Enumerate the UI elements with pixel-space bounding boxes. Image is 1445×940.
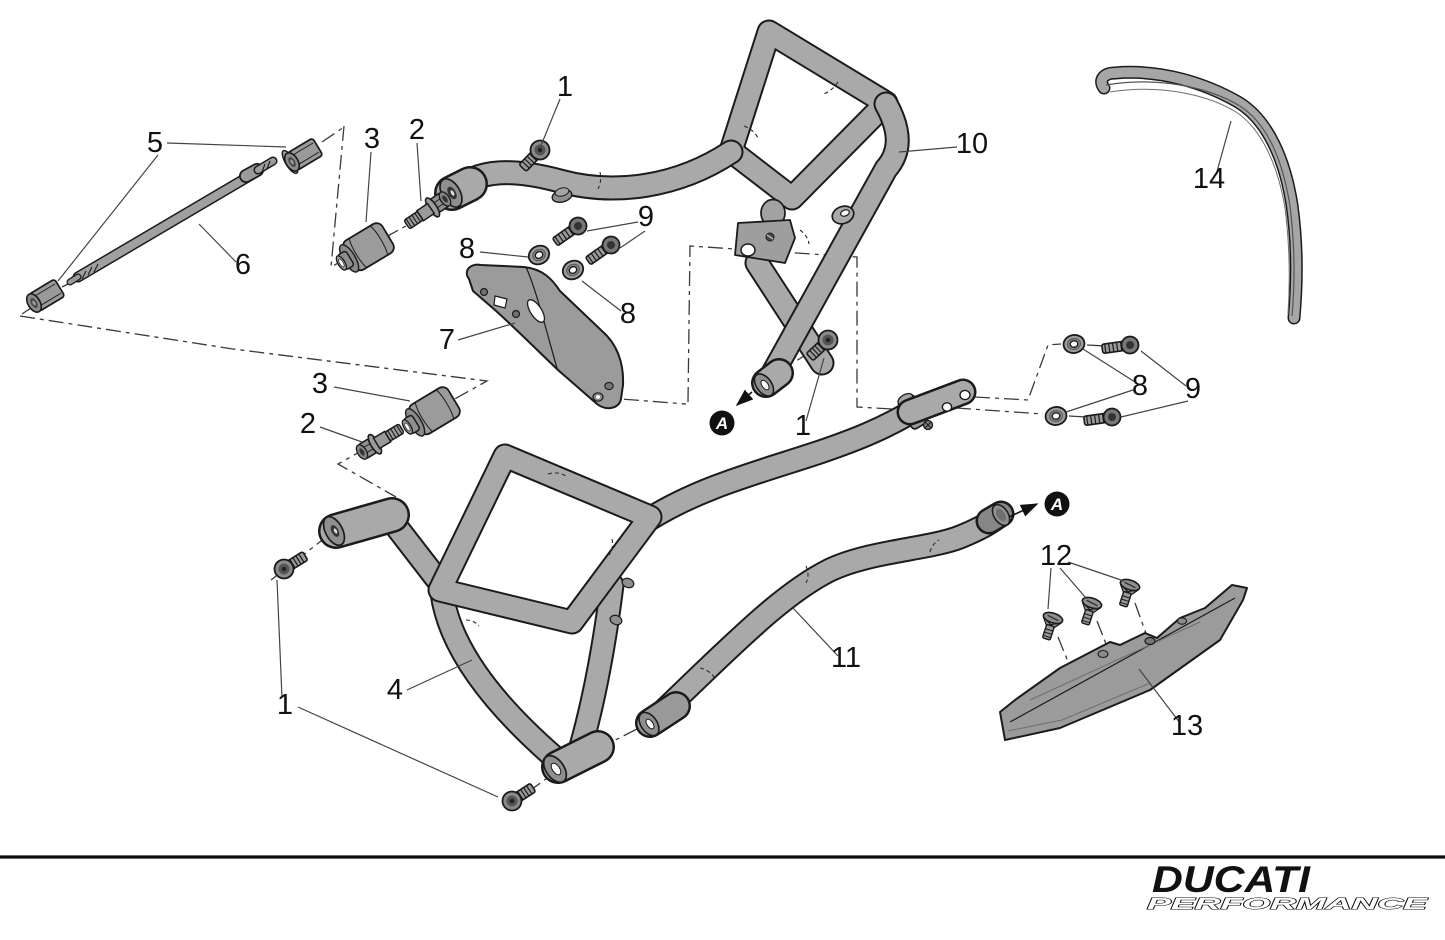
callout-8-left-a: 8 xyxy=(459,233,475,265)
callout-3-lower: 3 xyxy=(312,368,328,400)
callout-12: 12 xyxy=(1040,540,1072,572)
screw-part9-left-lower xyxy=(582,232,624,269)
screw-part9-right-lower xyxy=(1082,406,1123,431)
callout-5: 5 xyxy=(147,127,163,159)
bushing-part3-lower xyxy=(394,383,464,445)
screw-part9-right-upper xyxy=(1100,334,1141,359)
screw-part9-left-upper xyxy=(549,213,591,250)
view-marker-a-left: A xyxy=(709,410,735,436)
washer-part8-left-upper xyxy=(524,241,554,269)
view-marker-a-right: A xyxy=(1044,491,1070,517)
tie-rod-part6 xyxy=(66,156,278,286)
callout-4: 4 xyxy=(387,674,403,706)
callout-9-right: 9 xyxy=(1185,373,1201,405)
marker-a-right-label: A xyxy=(1050,495,1063,514)
callout-3-upper: 3 xyxy=(364,123,380,155)
upper-crash-bar-frame-part10 xyxy=(434,19,910,398)
callout-13: 13 xyxy=(1171,710,1203,742)
callout-1-top: 1 xyxy=(557,71,573,103)
lower-crash-bar-frame-part4 xyxy=(318,378,977,784)
callout-leader-lines xyxy=(57,98,1232,798)
callout-6: 6 xyxy=(235,249,251,281)
washer-part8-right-lower xyxy=(1043,404,1069,428)
trim-strip-part14 xyxy=(1095,65,1303,325)
skid-plate-part13 xyxy=(999,584,1248,741)
screw-part12-a xyxy=(1035,609,1065,643)
washer-part8-left-lower xyxy=(558,256,588,284)
callout-14: 14 xyxy=(1193,163,1225,195)
callout-2-lower: 2 xyxy=(300,408,316,440)
brand-logo-ducati: DUCATI xyxy=(1152,859,1311,900)
callout-8-left-b: 8 xyxy=(620,298,636,330)
washer-part8-right-upper xyxy=(1061,332,1087,356)
callout-7: 7 xyxy=(439,324,455,356)
rod-end-nut-right-part5 xyxy=(280,137,324,175)
lower-tube-part11 xyxy=(635,500,1015,738)
marker-a-left-label: A xyxy=(715,414,728,433)
view-arrow-left xyxy=(735,389,754,407)
callout-1-mid: 1 xyxy=(795,410,811,442)
callout-10: 10 xyxy=(956,128,988,160)
callout-11: 11 xyxy=(831,642,861,674)
bushing-part3-upper xyxy=(328,219,398,281)
brand-logo-performance: PERFORMANCE xyxy=(1147,896,1430,913)
callout-labels: 1 2 3 5 6 1 8 9 8 7 10 14 3 2 1 4 11 8 9… xyxy=(147,71,1225,742)
brand-logo: DUCATI PERFORMANCE xyxy=(1146,859,1430,914)
support-bracket-part7 xyxy=(465,263,625,410)
view-arrow-right xyxy=(1008,503,1039,518)
callout-1-bottom: 1 xyxy=(277,689,293,721)
screw-part12-b xyxy=(1074,594,1104,628)
callout-2-upper: 2 xyxy=(409,114,425,146)
screw-part12-c xyxy=(1112,576,1142,610)
callout-9-left: 9 xyxy=(638,201,654,233)
callout-8-right: 8 xyxy=(1132,370,1148,402)
bolt-part1-frame4-left xyxy=(270,546,312,583)
flange-spacer-part2-upper xyxy=(399,186,456,235)
bolt-part1-frame4-bottom xyxy=(497,778,540,816)
